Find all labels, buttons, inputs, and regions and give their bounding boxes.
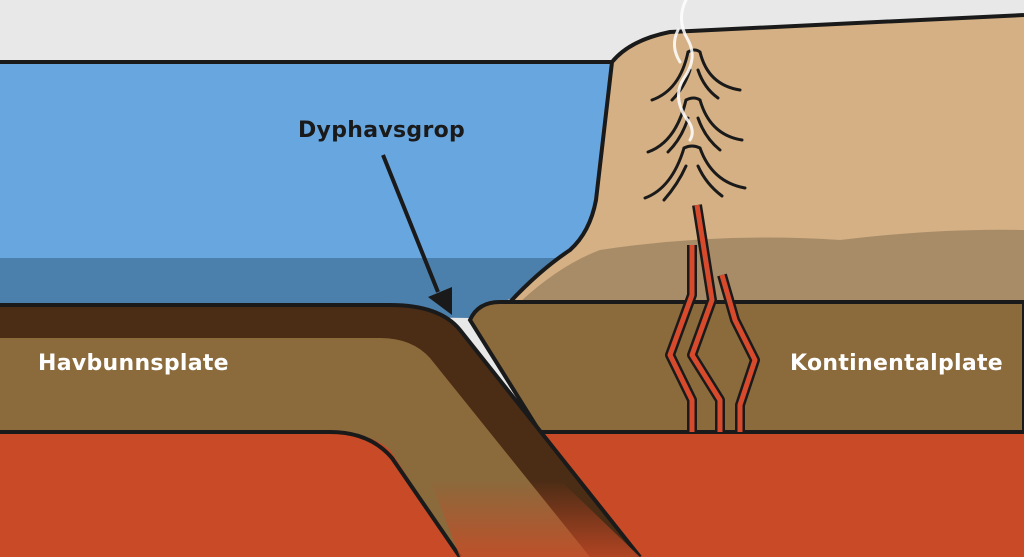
continent-land-shadow [520,229,1024,302]
slab-fade [430,480,640,557]
oceanic-plate-outline [0,303,642,557]
volcano-symbol [646,96,744,154]
arrow-icon [381,154,452,315]
arrow-head [428,287,452,315]
magma-conduit-right-fill [719,274,758,432]
volcano-symbol [643,144,747,200]
oceanic-plate-label: Havbunnsplate [38,351,229,376]
volcano-icon [643,48,747,202]
continental-plate-label: Kontinentalplate [790,351,1004,376]
smoke-plume [673,28,682,64]
arrow-shaft [381,154,440,293]
volcano-symbol [650,48,742,102]
ocean-water [0,62,612,312]
magma-conduit-mid-fill [689,204,723,432]
continent-land [510,15,1024,302]
volcano-symbol [662,164,724,202]
smoke-plume [677,0,694,142]
continental-plate [467,300,1024,434]
volcano-symbol [670,68,720,102]
magma-conduit-left-fill [667,245,695,432]
continent-outline [508,13,1024,304]
smoke-icon [673,0,694,142]
trench-label: Dyphavsgrop [298,118,466,143]
magma-conduit-icon [665,204,760,432]
oceanic-crust [0,305,640,557]
